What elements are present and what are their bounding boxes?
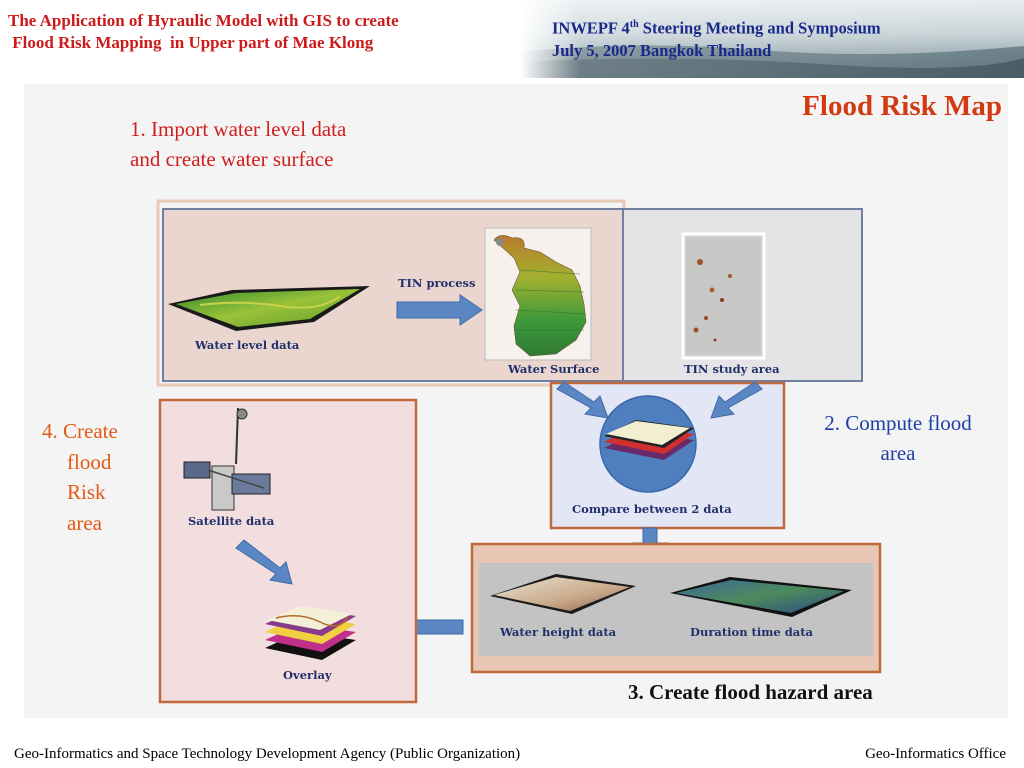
header-title-line2: Flood Risk Mapping in Upper part of Mae … [8,33,374,52]
header-title-line1: The Application of Hyraulic Model with G… [8,11,399,30]
step3-label: 3. Create flood hazard area [628,680,873,704]
satellite-icon [183,407,271,511]
slide-title: Flood Risk Map [802,90,1002,122]
conference-name: INWEPF 4th Steering Meeting and Symposiu… [552,18,881,38]
duration-label: Duration time data [690,625,814,639]
water-surface-label: Water Surface [507,362,600,376]
tin-study-label: TIN study area [684,362,780,376]
overlay-label: Overlay [283,668,332,682]
overlay-layers-icon [265,606,356,660]
conference-info: INWEPF 4th Steering Meeting and Symposiu… [552,14,881,62]
compare-layers-icon [604,420,694,460]
compare-label: Compare between 2 data [572,502,732,516]
tin-process-label: TIN process [398,276,476,290]
arrow-satellite-to-overlay [235,539,293,585]
water-height-label: Water height data [499,625,617,639]
tin-process-arrow [396,294,483,326]
arrow-to-compare-right [710,381,763,419]
duration-time-map-image [670,577,852,617]
header-title: The Application of Hyraulic Model with G… [8,10,508,54]
step2-label: 2. Compute flood area [824,411,972,465]
step4-label: 4. Create flood Risk area [42,419,118,535]
conference-date: July 5, 2007 Bangkok Thailand [552,40,772,60]
step1-label: 1. Import water level data and create wa… [130,117,347,171]
satellite-label: Satellite data [188,514,275,528]
header-sea-banner [520,0,1024,78]
arrow-to-compare-left [556,381,609,419]
water-level-label: Water level data [194,338,300,352]
footer-organization: Geo-Informatics and Space Technology Dev… [14,746,521,762]
panel-hazard [470,542,882,674]
water-level-map-image [168,286,370,331]
water-height-map-image [490,574,636,614]
footer-office: Geo-Informatics Office [865,746,1006,762]
water-surface-image [484,227,592,361]
tin-study-area-image [681,232,766,360]
panel-satellite-overlay [158,398,418,704]
